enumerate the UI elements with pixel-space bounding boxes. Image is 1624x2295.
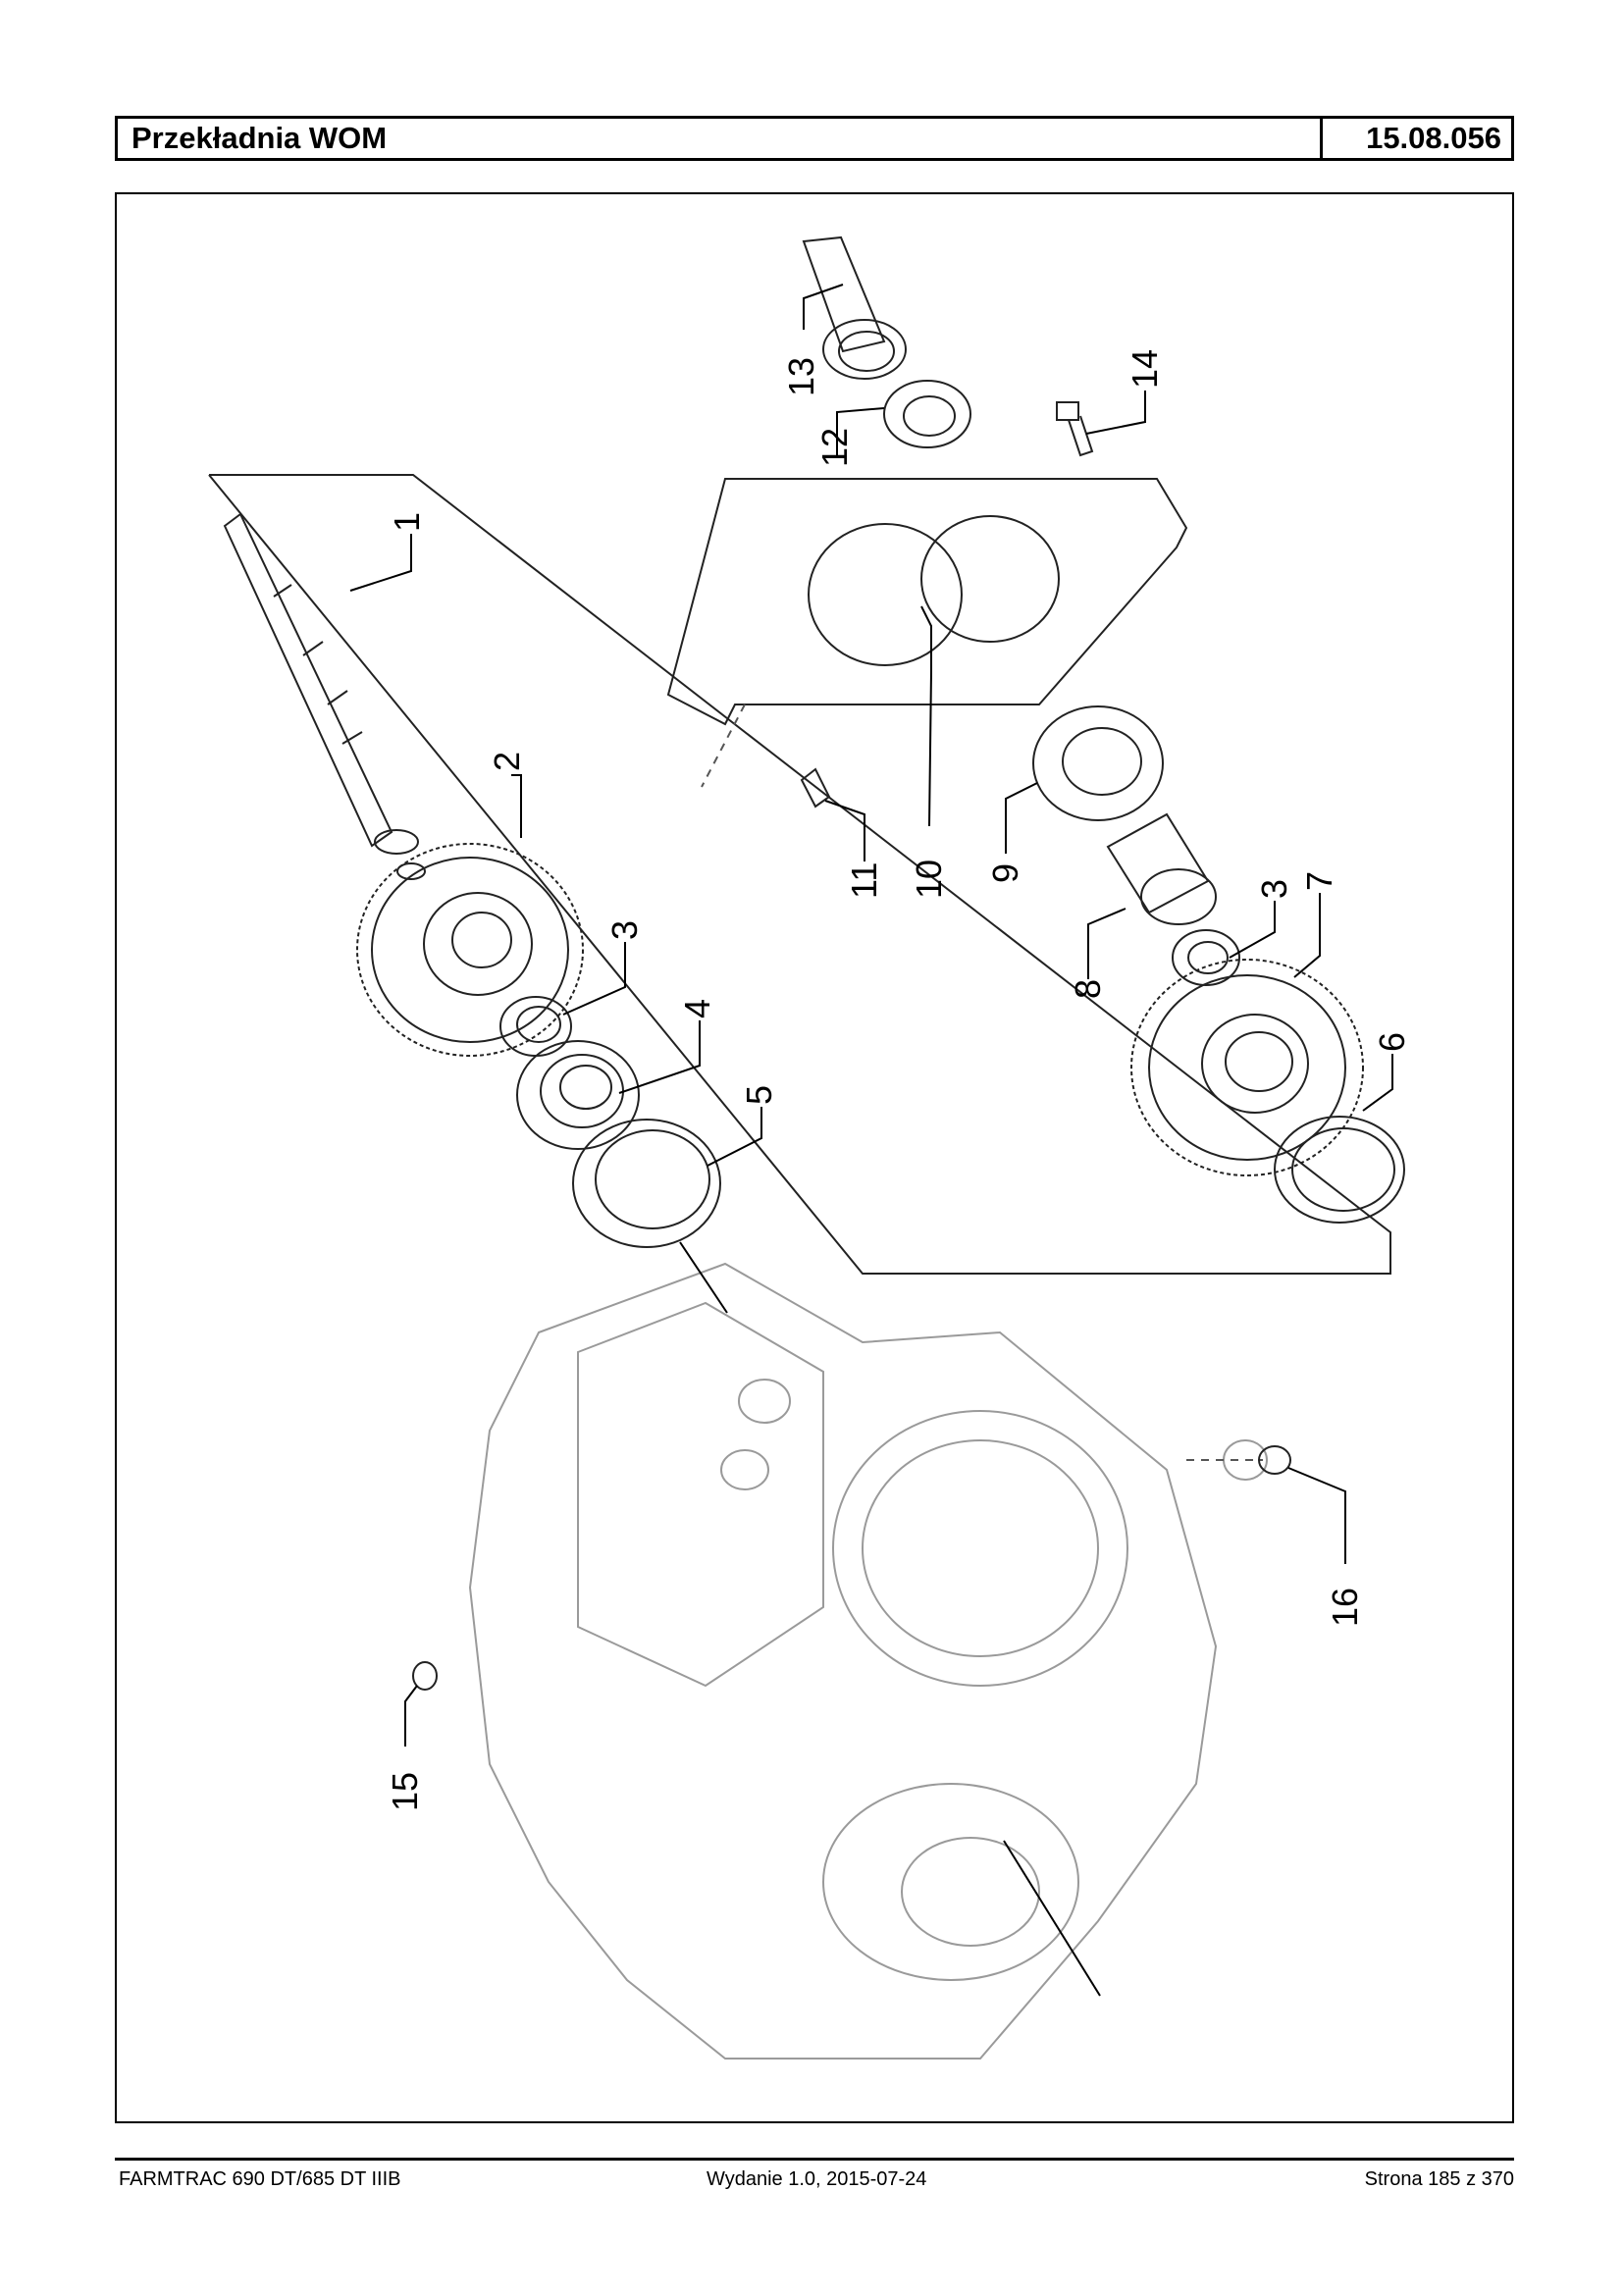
callout-10: 10 (909, 860, 949, 899)
part-bearing-left (516, 1040, 640, 1150)
leader-8 (1087, 908, 1126, 979)
part-plug-left (412, 1661, 438, 1691)
callout-16: 16 (1325, 1588, 1365, 1627)
leader-1 (349, 534, 412, 592)
leader-3-left (562, 942, 626, 1016)
part-clutch-ring (1274, 1116, 1405, 1224)
leader-housing-top (679, 1241, 728, 1314)
leader-15 (404, 1685, 418, 1747)
part-bearing-right (1032, 705, 1164, 821)
footer-edition: Wydanie 1.0, 2015-07-24 (707, 2168, 927, 2190)
leader-14 (1085, 391, 1146, 435)
group-outline (208, 474, 1391, 1275)
part-bolt (1056, 401, 1094, 457)
leader-10 (920, 605, 932, 827)
part-bushing (1106, 812, 1217, 925)
footer-page-number: Strona 185 z 370 (1364, 2168, 1514, 2190)
part-shaft (223, 512, 426, 880)
part-seal-ring (572, 1119, 721, 1248)
callout-11: 11 (844, 862, 884, 899)
leader-11 (824, 800, 865, 861)
callout-4: 4 (677, 999, 717, 1018)
leader-5 (707, 1107, 762, 1167)
section-code: 15.08.056 (1366, 121, 1501, 155)
leader-3-right (1229, 901, 1276, 959)
part-plug-right (1258, 1445, 1291, 1475)
footer-model: FARMTRAC 690 DT/685 DT IIIB (119, 2168, 401, 2190)
leader-6 (1362, 1054, 1393, 1112)
leader-16 (1287, 1467, 1346, 1564)
callout-3-left: 3 (604, 920, 645, 940)
part-gear-right (1130, 959, 1364, 1176)
part-housing (468, 1262, 1268, 2060)
callout-3-right: 3 (1254, 879, 1294, 899)
callout-6: 6 (1372, 1032, 1412, 1052)
callout-2: 2 (487, 752, 527, 771)
leader-7 (1293, 893, 1321, 978)
part-sleeve (802, 235, 907, 380)
leader-13 (803, 284, 844, 330)
callout-15: 15 (385, 1772, 425, 1811)
part-gear-large (356, 843, 584, 1057)
part-washer-right (1172, 929, 1240, 986)
callout-5: 5 (739, 1085, 779, 1105)
leader-12 (836, 407, 885, 455)
part-washer-left (499, 996, 572, 1057)
part-cover-plate (666, 478, 1188, 788)
callout-13: 13 (781, 357, 821, 396)
exploded-view-drawing: 1 2 3 4 5 6 7 3 8 9 10 11 12 13 14 15 16 (208, 235, 1412, 2060)
callout-14: 14 (1125, 349, 1165, 389)
drawing-frame: 1 2 3 4 5 6 7 3 8 9 10 11 12 13 14 15 16 (115, 192, 1514, 2123)
callout-1: 1 (387, 512, 427, 532)
page-title: Przekładnia WOM (118, 119, 1323, 158)
part-pin (800, 767, 831, 808)
callout-9: 9 (985, 863, 1025, 883)
callout-12: 12 (814, 428, 855, 467)
footer-divider (115, 2158, 1514, 2161)
leader-9 (1005, 782, 1038, 854)
callout-8: 8 (1068, 979, 1108, 999)
leader-housing-bottom (1003, 1840, 1101, 1997)
part-bearing-small (883, 380, 971, 448)
leader-4 (618, 1020, 701, 1094)
leader-2 (511, 774, 522, 838)
page-header: Przekładnia WOM 15.08.056 (115, 116, 1514, 161)
callout-7: 7 (1299, 871, 1339, 891)
